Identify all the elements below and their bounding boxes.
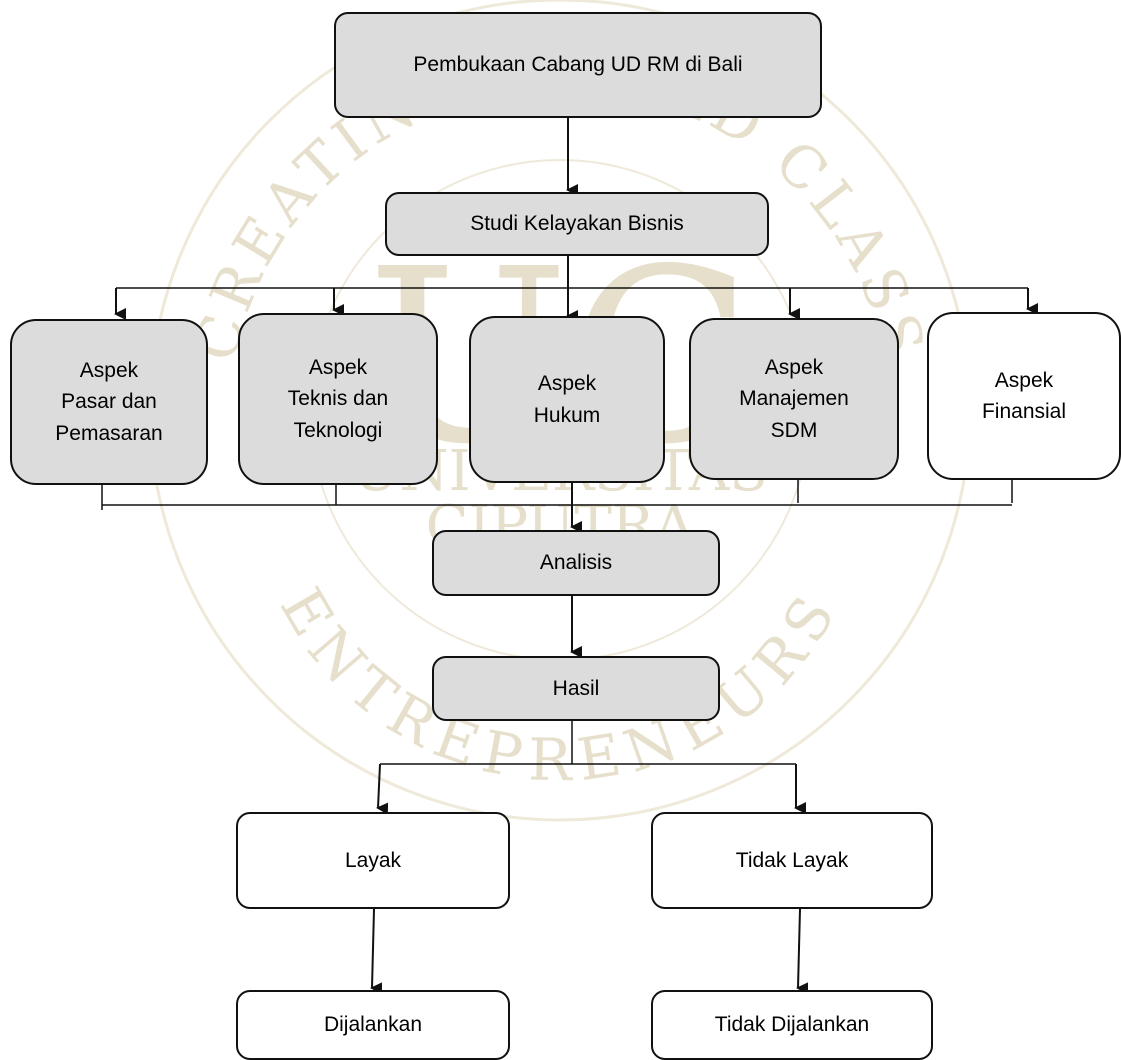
analysis-box: Analisis — [432, 530, 720, 596]
feasibility-study-box: Studi Kelayakan Bisnis — [385, 192, 769, 256]
aspect-management-label: Aspek Manajemen SDM — [739, 355, 849, 442]
aspect-market-label: Aspek Pasar dan Pemasaran — [55, 358, 163, 445]
aspect-management-box: Aspek Manajemen SDM — [689, 318, 899, 480]
result-box: Hasil — [432, 656, 720, 721]
feasible-label: Layak — [344, 848, 402, 872]
not-feasible-box: Tidak Layak — [651, 812, 933, 909]
executed-label: Dijalankan — [323, 1013, 423, 1037]
feasibility-study-label: Studi Kelayakan Bisnis — [470, 212, 684, 236]
arrow-not-feasible-to-not-executed — [796, 908, 809, 995]
aspect-legal-label: Aspek Hukum — [533, 372, 601, 427]
aspect-legal-box: Aspek Hukum — [469, 316, 665, 483]
result-label: Hasil — [552, 676, 600, 700]
aspect-technical-label: Aspek Teknis dan Teknologi — [287, 355, 389, 442]
executed-box: Dijalankan — [236, 990, 510, 1060]
arrow-to-feasible — [376, 763, 389, 815]
opening-branch-box: Pembukaan Cabang UD RM di Bali — [334, 12, 822, 118]
aspect-financial-box: Aspek Finansial — [927, 312, 1121, 480]
feasible-box: Layak — [236, 812, 510, 909]
analysis-label: Analisis — [539, 551, 613, 575]
not-executed-label: Tidak Dijalankan — [714, 1013, 870, 1037]
not-feasible-label: Tidak Layak — [735, 848, 849, 872]
arrow-feasible-to-executed — [370, 908, 383, 995]
not-executed-box: Tidak Dijalankan — [651, 990, 933, 1060]
aspect-financial-label: Aspek Finansial — [981, 368, 1067, 424]
aspect-technical-box: Aspek Teknis dan Teknologi — [238, 313, 438, 485]
opening-branch-label: Pembukaan Cabang UD RM di Bali — [413, 53, 743, 77]
aspect-market-box: Aspek Pasar dan Pemasaran — [10, 319, 208, 485]
